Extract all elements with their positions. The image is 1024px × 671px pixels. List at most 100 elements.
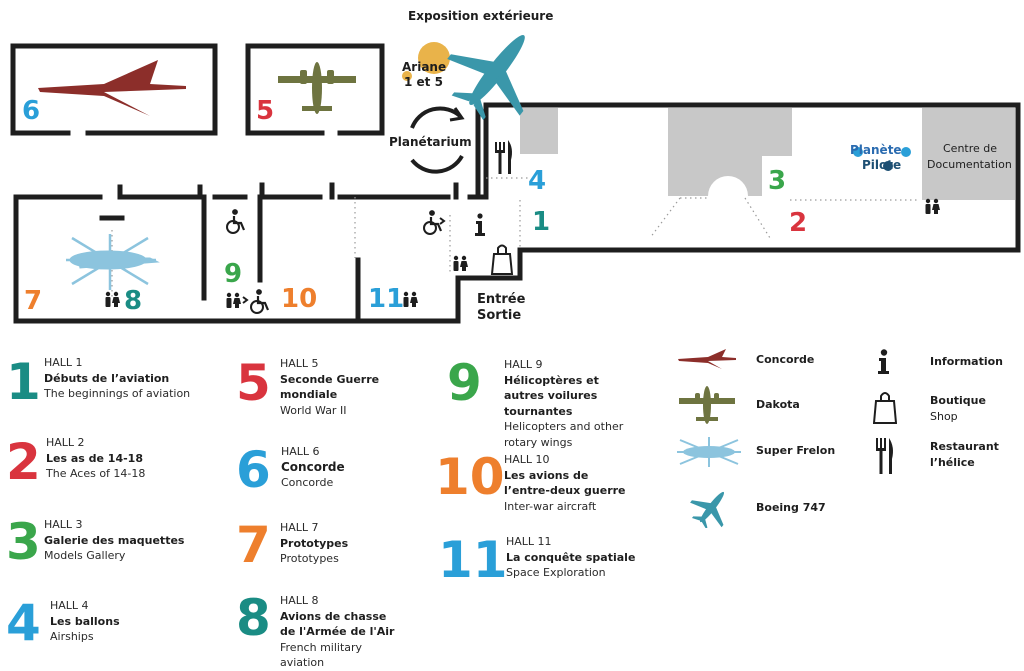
documentation-centre-label[interactable]: Centre de: [943, 142, 998, 155]
map-hall-4[interactable]: 4: [528, 166, 547, 196]
dakota-icon: [679, 386, 735, 424]
legend-hall-8-number: 8: [236, 589, 271, 647]
legend-hall-8: HALL 8 Avions de chasse de l'Armée de l'A…: [280, 593, 404, 671]
legend-hall-label: HALL 5: [280, 357, 319, 370]
toilets-icon: [105, 291, 120, 307]
legend-hall-title-en: Models Gallery: [44, 549, 126, 562]
exterior-exhibition-title: Exposition extérieure: [408, 9, 554, 23]
concorde-icon: [678, 349, 736, 369]
map-hall-11[interactable]: 11: [368, 284, 405, 314]
legend-hall-10-number: 10: [435, 448, 505, 506]
information-icon: [878, 349, 889, 374]
legend-hall-title-en: Helicopters and other rotary wings: [504, 420, 624, 449]
ariane-label-sub: 1 et 5: [404, 75, 443, 89]
planetarium-label[interactable]: Planétarium: [389, 135, 472, 149]
information-icon: [475, 213, 485, 236]
exit-label: Sortie: [477, 308, 522, 323]
shop-legend-label-fr: Boutique: [930, 394, 986, 407]
map-hall-5[interactable]: 5: [256, 96, 275, 126]
legend-hall-title-fr: Débuts de l’aviation: [44, 371, 170, 385]
planete-pilote-label-sub[interactable]: Pilote: [862, 158, 902, 172]
legend-hall-label: HALL 11: [506, 535, 552, 548]
map-hall-7[interactable]: 7: [24, 286, 43, 316]
legend-hall-title-en: Inter-war aircraft: [504, 499, 597, 513]
documentation-centre-label-sub[interactable]: Documentation: [927, 158, 1012, 171]
legend-hall-9-number: 9: [447, 354, 482, 412]
legend-hall-title-en: The Aces of 14-18: [46, 467, 146, 480]
wheelchair-icon: [249, 288, 270, 315]
legend-hall-title-en: Airships: [50, 630, 94, 643]
legend-hall-title-fr: Avions de chasse de l'Armée de l'Air: [280, 609, 395, 639]
map-hall-8[interactable]: 8: [124, 286, 143, 316]
shop-legend-label: Boutique Shop: [930, 393, 986, 424]
walls: [10, 43, 1021, 324]
wheelchair-icon: [422, 209, 443, 236]
planete-pilote-label[interactable]: Planète: [850, 143, 902, 157]
legend-hall-7-number: 7: [236, 516, 271, 574]
legend-hall-9: HALL 9 Hélicoptères et autres voilures to…: [504, 357, 634, 450]
legend-hall-label: HALL 2: [46, 436, 85, 449]
ariane-label: Ariane: [402, 60, 447, 74]
legend-hall-title-fr: Hélicoptères et autres voilures tournant…: [504, 373, 599, 418]
toilets-icon: [925, 198, 940, 214]
legend-hall-title-en: Space Exploration: [506, 566, 606, 579]
legend-hall-label: HALL 3: [44, 518, 83, 531]
legend-hall-title-en: World War II: [280, 403, 347, 417]
toilets-icon: [453, 255, 468, 271]
legend-hall-title-en: The beginnings of aviation: [44, 387, 191, 400]
restaurant-legend-label: Restaurant l’hélice: [930, 439, 999, 470]
legend-hall-title-fr: Seconde Guerre mondiale: [280, 372, 380, 402]
legend-hall-11-number: 11: [438, 531, 508, 589]
legend-hall-title-en: Prototypes: [280, 552, 339, 565]
planetarium-icon: [410, 106, 465, 174]
restaurant-legend-label-fr: Restaurant: [930, 440, 999, 453]
legend-hall-3-number: 3: [6, 513, 41, 571]
legend-hall-2-number: 2: [6, 433, 41, 491]
planete-pilote-logo: [853, 147, 911, 171]
legend-hall-label: HALL 1: [44, 356, 83, 369]
toilets-icon: [226, 292, 241, 308]
map-hall-10[interactable]: 10: [281, 284, 318, 314]
map-hall-3[interactable]: 3: [768, 166, 787, 196]
legend-hall-label: HALL 7: [280, 521, 319, 534]
legend-hall-title-fr: Les avions de l’entre-deux guerre: [504, 468, 626, 498]
boeing-747-legend-label: Boeing 747: [756, 501, 826, 514]
legend-hall-title-fr: Galerie des maquettes: [44, 533, 185, 547]
entrance-label: Entrée: [477, 292, 526, 307]
restaurant-icon: [876, 438, 893, 474]
super-frelon-icon: [677, 437, 741, 467]
map-hall-6[interactable]: 6: [22, 96, 41, 126]
map-hall-2[interactable]: 2: [789, 208, 808, 238]
legend-hall-title-en: French military aviation: [280, 640, 363, 670]
shop-bag-icon: [490, 244, 514, 275]
legend-hall-label: HALL 8: [280, 594, 319, 607]
legend-hall-title-fr: La conquête spatiale: [506, 550, 636, 564]
concorde-legend-label: Concorde: [756, 353, 815, 366]
concorde-icon: [38, 60, 186, 116]
legend-hall-title-fr: Concorde: [281, 459, 345, 474]
grey-blocks: [520, 108, 1015, 200]
shop-bag-icon: [873, 392, 897, 424]
shop-legend-label-en: Shop: [930, 409, 958, 423]
legend-hall-title-fr: Les ballons: [50, 614, 120, 628]
super-frelon-legend-label: Super Frelon: [756, 444, 836, 457]
map-hall-9[interactable]: 9: [224, 259, 243, 289]
ariane-rocket-icon: [418, 42, 450, 74]
legend-hall-title-en: Concorde: [281, 476, 334, 489]
boeing-747-icon: [690, 491, 725, 528]
restaurant-legend-label-name: l’hélice: [930, 455, 975, 469]
dakota-legend-label: Dakota: [756, 398, 800, 411]
legend-hall-label: HALL 9: [504, 358, 543, 371]
dakota-icon: [278, 62, 356, 114]
legend-hall-title-fr: Les as de 14-18: [46, 451, 143, 465]
super-frelon-icon: [66, 234, 160, 290]
map-hall-1[interactable]: 1: [532, 207, 551, 237]
